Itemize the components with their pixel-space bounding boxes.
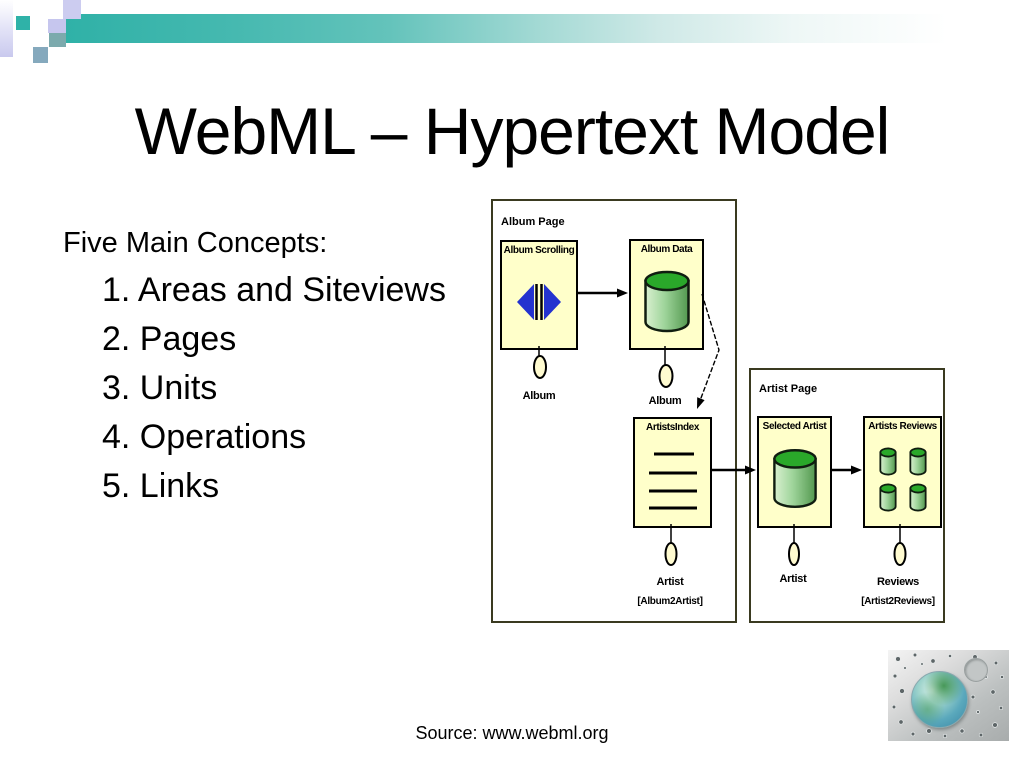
relation-label: [Artist2Reviews]	[861, 596, 935, 607]
list-item-links: 5. Links	[102, 467, 220, 505]
album-page-box	[491, 199, 737, 623]
deco-square-grey	[49, 33, 66, 47]
unit-title: Album Data	[640, 244, 693, 255]
unit-album-scrolling: Album Scrolling	[500, 240, 578, 350]
page-title: WebML – Hypertext Model	[134, 94, 891, 168]
list-item-areas-siteviews: 1. Areas and Siteviews	[102, 271, 446, 309]
unit-selected-artist: Selected Artist	[757, 416, 832, 528]
concepts-list: 1. Areas and Siteviews 2. Pages 3. Units…	[102, 266, 446, 511]
relation-label: [Album2Artist]	[637, 596, 703, 607]
unit-title: ArtistsIndex	[646, 422, 699, 433]
crater-circle	[964, 658, 988, 682]
album-page-label: Album Page	[501, 216, 565, 228]
unit-title: Album Scrolling	[503, 245, 575, 256]
header-gradient-strip	[0, 0, 13, 57]
unit-title: Artists Reviews	[868, 421, 937, 432]
list-item-units: 3. Units	[102, 369, 218, 407]
earth-circle	[911, 671, 968, 728]
terminal-label-reviews: Reviews [Artist2Reviews]	[846, 573, 950, 611]
deco-square-teal	[16, 16, 30, 30]
unit-artists-index: ArtistsIndex	[633, 417, 712, 528]
source-credit: Source: www.webml.org	[415, 723, 609, 743]
data-cylinder-icon	[643, 255, 691, 348]
earth-globe-image	[888, 650, 1009, 741]
index-list-icon	[647, 433, 699, 526]
deco-square-blue	[33, 47, 48, 63]
scroller-icon	[516, 256, 562, 348]
moon-dots-texture	[891, 652, 1004, 739]
unit-artists-reviews: Artists Reviews	[863, 416, 942, 528]
artist-page-label: Artist Page	[759, 383, 818, 395]
unit-title: Selected Artist	[762, 421, 827, 432]
list-item-operations: 4. Operations	[102, 418, 307, 456]
header-teal-bar	[63, 14, 1024, 43]
terminal-label-artist: Artist	[779, 573, 807, 585]
unit-album-data: Album Data	[629, 239, 704, 350]
deco-square-lavender-2	[48, 19, 66, 33]
list-item-pages: 2. Pages	[102, 320, 237, 358]
artist-page-box	[749, 368, 945, 623]
terminal-label-album: Album	[648, 395, 682, 407]
deco-square-lavender-1	[63, 0, 81, 19]
concepts-heading: Five Main Concepts:	[63, 227, 328, 259]
data-cylinder-icon	[772, 432, 818, 526]
terminal-label-album: Album	[522, 390, 556, 402]
multidata-cylinders-icon	[878, 432, 927, 526]
terminal-label-artist-index: Artist [Album2Artist]	[618, 573, 722, 611]
